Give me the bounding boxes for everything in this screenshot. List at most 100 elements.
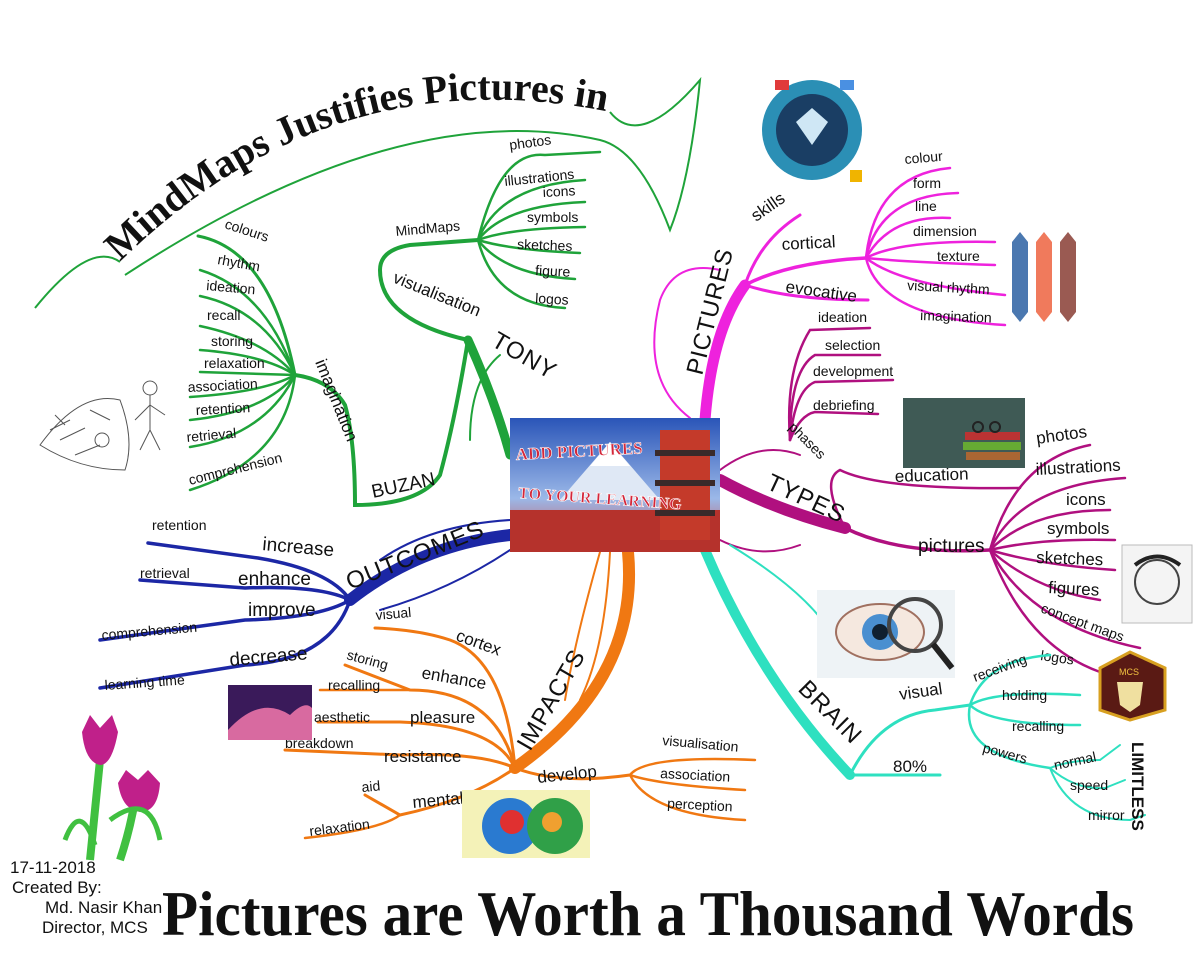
chalkboard-books-icon: [903, 398, 1025, 468]
svg-text:MCS: MCS: [1119, 667, 1139, 677]
imagination-item: relaxation: [204, 355, 265, 371]
imagination-item: ideation: [206, 277, 256, 297]
outcomes-enhance: enhance: [238, 569, 311, 590]
sketch-face-icon: [1121, 544, 1193, 624]
types-pictures-item: photos: [1035, 422, 1088, 448]
pictures-branch: [653, 166, 1007, 426]
tony-label: TONY: [487, 327, 561, 385]
types-pictures-item: logos: [1040, 647, 1075, 668]
outcomes-retention: retention: [152, 517, 206, 533]
develop-item: perception: [667, 795, 733, 814]
imagination-item: association: [187, 375, 258, 395]
powers-item: speed: [1070, 777, 1108, 793]
credit-created-by: Created By:: [12, 878, 102, 897]
mcs-badge-logo: MCS: [1098, 650, 1167, 722]
powers-label: powers: [981, 739, 1029, 766]
brain-visual-item: receiving: [971, 651, 1029, 685]
phases-item: selection: [825, 337, 880, 353]
credit-name: Md. Nasir Khan: [45, 898, 163, 917]
brain-visual-item: holding: [1002, 687, 1047, 703]
minds-puzzle-image: [462, 790, 590, 858]
evocative-label: evocative: [784, 277, 858, 306]
impacts-resistance: resistance: [384, 747, 461, 766]
imagination-item: recall: [207, 307, 240, 323]
central-image: ADD PICTURES TO YOUR LEARNING: [510, 418, 720, 552]
cortical-item: visual rhythm: [907, 277, 990, 297]
brain-percent-label: 80%: [893, 757, 927, 776]
imagination-item: colours: [223, 216, 271, 245]
types-pictures-item: illustrations: [1035, 456, 1121, 479]
types-pictures-item: icons: [1066, 490, 1106, 509]
crystal-bars-icon: [1012, 232, 1076, 322]
impacts-visual: visual: [375, 604, 412, 623]
cortical-item: dimension: [913, 223, 977, 239]
eye-magnifier-icon: [817, 590, 955, 678]
mindmaps-item: illustrations: [504, 166, 575, 189]
cortical-item: texture: [937, 248, 980, 264]
impacts-branch: [283, 546, 757, 840]
night-landscape-image: [228, 685, 312, 740]
limitless-label: LIMITLESS: [1128, 742, 1147, 831]
imagination-item: storing: [211, 333, 253, 349]
types-branch: [714, 326, 1142, 674]
mindmaps-item: icons: [542, 182, 575, 200]
brain-branch: [700, 544, 1146, 821]
develop-item: visualisation: [662, 732, 739, 755]
cortical-item: form: [913, 175, 941, 191]
brain-network-icon: [762, 80, 862, 182]
outcomes-comprehension: comprehension: [101, 619, 198, 643]
education-label: education: [894, 464, 968, 486]
tulip-flowers-icon: [62, 715, 163, 862]
imagination-item: rhythm: [216, 251, 261, 274]
impacts-pleasure: pleasure: [410, 708, 475, 727]
impacts-relaxation: relaxation: [308, 816, 370, 839]
mindmaps-label: MindMaps: [395, 217, 461, 239]
impacts-aid: aid: [361, 777, 381, 795]
credits-block: 17-11-2018 Created By: Md. Nasir Khan Di…: [10, 858, 162, 938]
types-pictures-label: pictures: [918, 536, 985, 557]
footer-title: Pictures are Worth a Thousand Words: [162, 878, 1134, 949]
cortical-item: colour: [904, 148, 944, 167]
types-pictures-item: symbols: [1047, 519, 1109, 538]
mindmaps-item: logos: [535, 290, 569, 308]
skills-label: skills: [747, 189, 788, 226]
phases-item: development: [813, 363, 893, 379]
phases-label: phases: [786, 419, 829, 462]
imagination-label: imagination: [311, 356, 361, 444]
mindmaps-item: sketches: [517, 236, 573, 254]
types-pictures-item: concept maps: [1039, 600, 1126, 645]
imagination-item: retrieval: [186, 425, 237, 445]
develop-item: association: [660, 765, 731, 785]
cortical-item: imagination: [920, 307, 992, 325]
cortical-item: line: [915, 198, 937, 214]
outcomes-learning-time: learning time: [104, 671, 185, 693]
credit-role: Director, MCS: [42, 918, 148, 937]
paper-pile-sketch: [39, 380, 166, 471]
title-banner-outline: [34, 76, 702, 309]
outcomes-improve: improve: [248, 600, 316, 621]
outcomes-label: OUTCOMES: [342, 516, 488, 596]
impacts-cortex: cortex: [454, 626, 504, 660]
mindmaps-item: figure: [535, 262, 571, 280]
types-pictures-item: sketches: [1036, 548, 1104, 569]
impacts-recalling: recalling: [328, 677, 380, 693]
imagination-item: comprehension: [187, 449, 284, 488]
map-title: MindMaps Justifies Pictures in Learning: [0, 0, 612, 268]
brain-label: BRAIN: [793, 675, 868, 750]
powers-item: mirror: [1088, 807, 1125, 823]
impacts-enhance: enhance: [420, 663, 488, 693]
phases-item: ideation: [818, 309, 867, 325]
impacts-mental: mental: [412, 789, 464, 812]
mindmaps-item: photos: [508, 131, 552, 153]
mindmaps-item: symbols: [527, 209, 578, 225]
impacts-aesthetic: aesthetic: [314, 709, 370, 725]
outcomes-decrease: decrease: [229, 643, 309, 671]
outcomes-retrieval: retrieval: [140, 565, 190, 581]
phases-item: debriefing: [813, 397, 875, 413]
impacts-develop: develop: [536, 762, 597, 787]
brain-visual-label: visual: [898, 679, 944, 704]
imagination-item: retention: [195, 399, 250, 418]
outcomes-branch: [98, 519, 516, 690]
